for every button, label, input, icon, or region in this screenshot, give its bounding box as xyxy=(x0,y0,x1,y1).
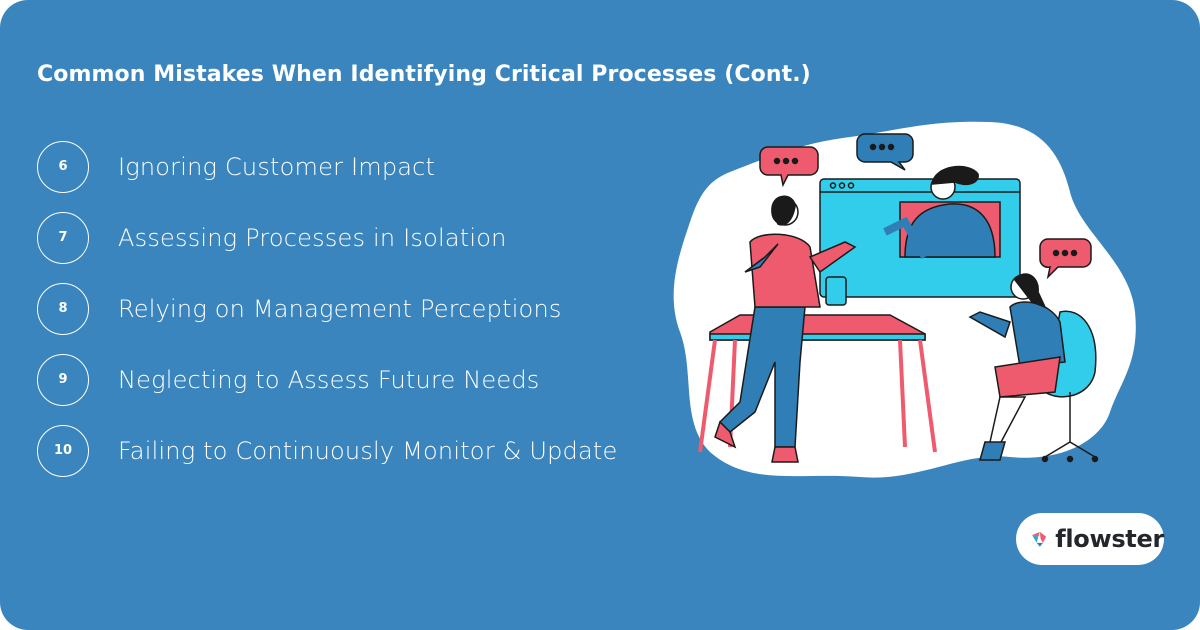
flowster-logo-icon xyxy=(1032,532,1047,547)
meeting-illustration xyxy=(673,121,1136,478)
speech-bubble-icon xyxy=(856,133,914,171)
video-window xyxy=(819,165,1021,298)
list-item: 7 Assessing Processes in Isolation xyxy=(37,202,617,273)
number-badge: 6 xyxy=(37,140,89,193)
seated-woman xyxy=(968,273,1099,463)
item-label: Assessing Processes in Isolation xyxy=(118,223,507,252)
page-title: Common Mistakes When Identifying Critica… xyxy=(37,62,811,87)
list-item: 10 Failing to Continuously Monitor & Upd… xyxy=(37,415,617,486)
brand-name: flowster xyxy=(1055,525,1164,553)
number-badge: 9 xyxy=(37,353,89,406)
list-item: 9 Neglecting to Assess Future Needs xyxy=(37,344,617,415)
list-item: 6 Ignoring Customer Impact xyxy=(37,131,617,202)
item-label: Ignoring Customer Impact xyxy=(118,152,436,181)
standing-man xyxy=(714,195,857,463)
item-label: Neglecting to Assess Future Needs xyxy=(118,365,540,394)
speech-bubble-icon xyxy=(1039,238,1092,280)
number-badge: 8 xyxy=(37,282,89,335)
number-badge: 7 xyxy=(37,211,89,264)
number-badge: 10 xyxy=(37,424,89,477)
item-label: Failing to Continuously Monitor & Update xyxy=(118,436,618,465)
item-label: Relying on Management Perceptions xyxy=(118,294,562,323)
list-item: 8 Relying on Management Perceptions xyxy=(37,273,617,344)
flowster-logo[interactable]: flowster xyxy=(1016,513,1164,565)
speech-bubble-icon xyxy=(759,146,819,188)
mistakes-list: 6 Ignoring Customer Impact 7 Assessing P… xyxy=(37,131,617,486)
